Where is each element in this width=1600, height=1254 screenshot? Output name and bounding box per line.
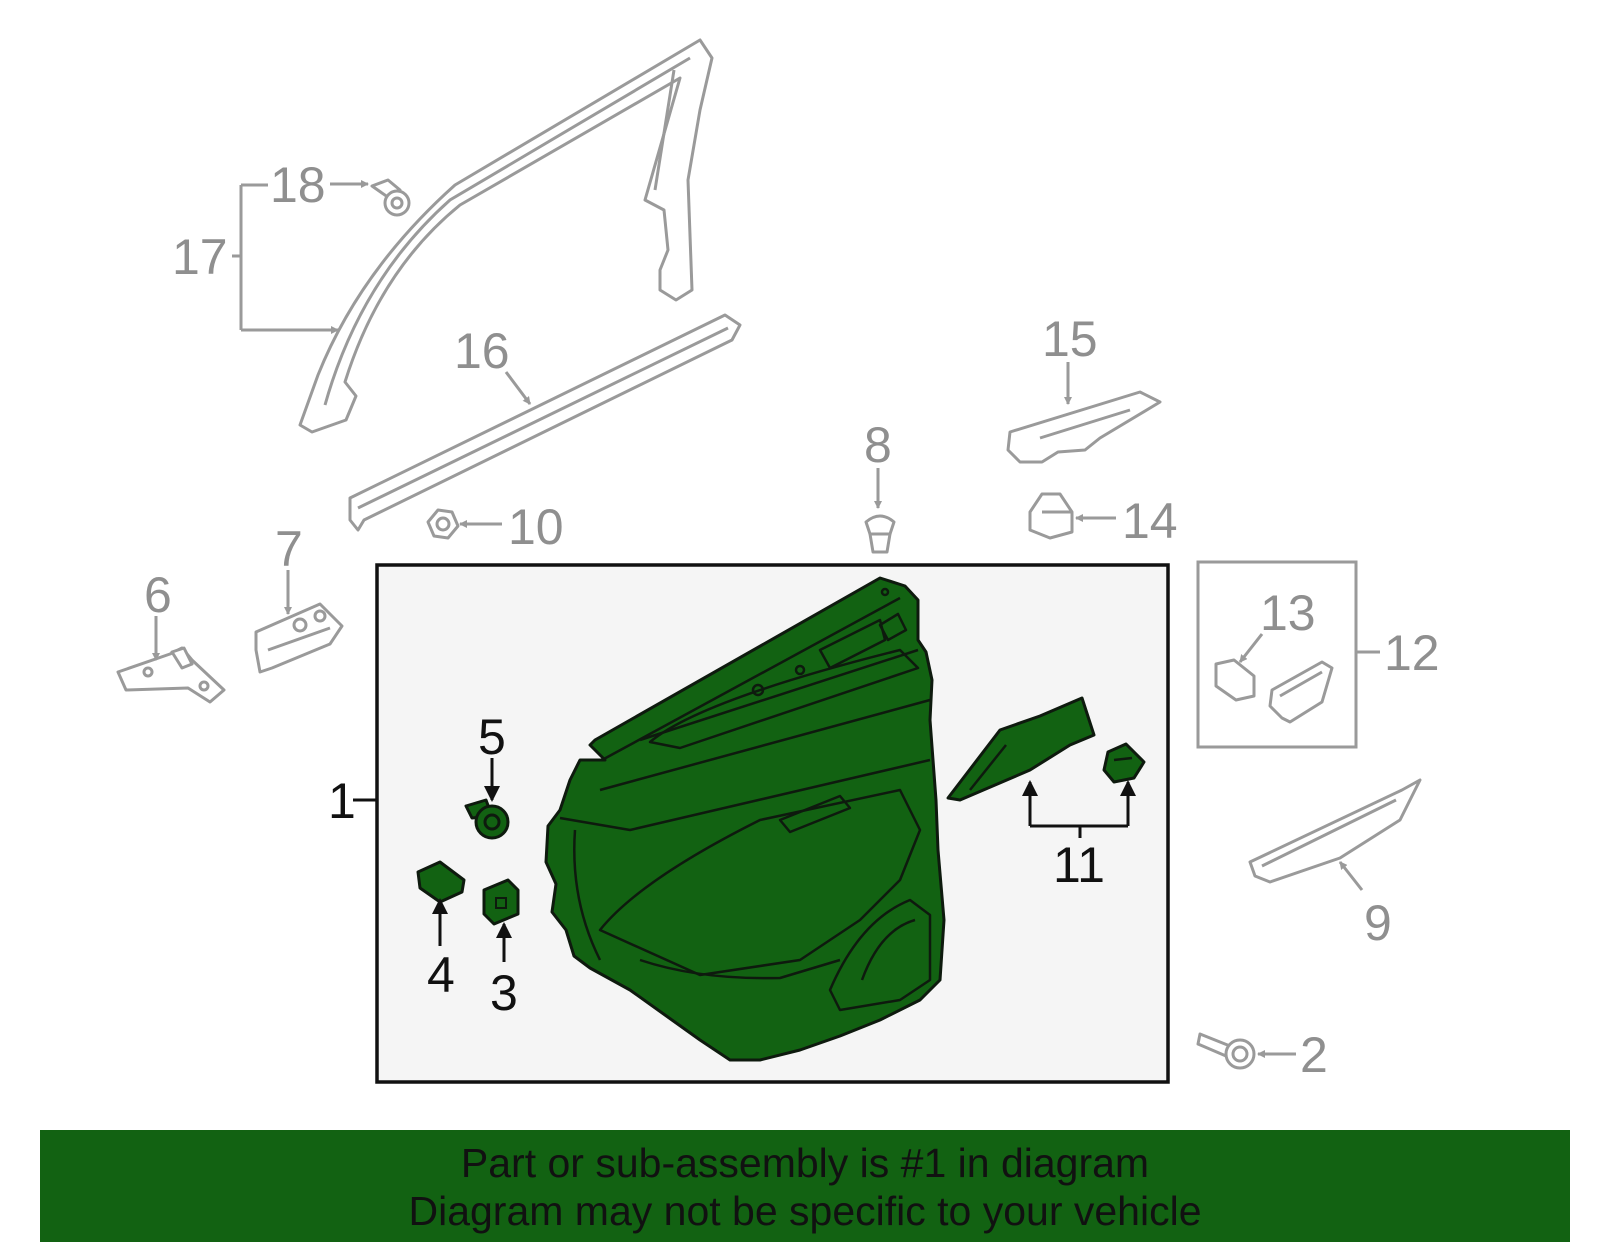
- callout-11: 11: [1053, 837, 1105, 893]
- callout-12: 12: [1384, 625, 1440, 681]
- part-3-retainer: [482, 878, 520, 926]
- part-9-trim-strip: [1248, 778, 1422, 884]
- callout-10: 10: [508, 499, 564, 555]
- callout-15: 15: [1042, 311, 1098, 367]
- gray-leaders: [152, 180, 1380, 1058]
- part-7-bracket: [254, 602, 344, 674]
- part-10-nut: [426, 508, 460, 540]
- part-6-hinge: [116, 646, 226, 704]
- callout-18: 18: [270, 157, 326, 213]
- part-14-clip: [1028, 492, 1074, 540]
- callout-8: 8: [864, 417, 892, 473]
- callouts: 1 2 3 4 5 6 7 8 9 10 11 12 13 14 15 16 1…: [144, 157, 1440, 1083]
- part-16-belt-weatherstrip: [348, 313, 742, 532]
- part-4-bracket: [416, 860, 466, 904]
- callout-3: 3: [490, 965, 518, 1021]
- callout-13: 13: [1260, 585, 1316, 641]
- dark-leaders: [432, 758, 1136, 962]
- callout-2: 2: [1300, 1027, 1328, 1083]
- disclaimer-banner: Part or sub-assembly is #1 in diagram Di…: [40, 1130, 1570, 1242]
- callout-5: 5: [478, 709, 506, 765]
- part-8-grommet: [864, 514, 896, 554]
- part-15-bracket: [1006, 390, 1162, 464]
- banner-part-note: Part or sub-assembly is #1 in diagram: [460, 1140, 1150, 1186]
- part-1-door-trim-panel: [544, 576, 946, 1062]
- callout-6: 6: [144, 567, 172, 623]
- callout-14: 14: [1122, 493, 1178, 549]
- part-11-components: [946, 696, 1146, 802]
- part-12-group: [1196, 560, 1358, 749]
- banner-vehicle-note: Diagram may not be specific to your vehi…: [408, 1188, 1202, 1234]
- part-18-clip: [370, 178, 411, 217]
- part-13-clip: [1214, 658, 1256, 702]
- part-5-push-pin: [464, 798, 510, 840]
- callout-9: 9: [1364, 895, 1392, 951]
- callout-7: 7: [275, 521, 303, 577]
- part-2-bolt: [1196, 1032, 1256, 1070]
- callout-4: 4: [427, 947, 455, 1003]
- callout-1: 1: [328, 773, 356, 829]
- callout-16: 16: [454, 323, 510, 379]
- callout-17: 17: [172, 229, 228, 285]
- part-17-door-frame: [298, 38, 714, 434]
